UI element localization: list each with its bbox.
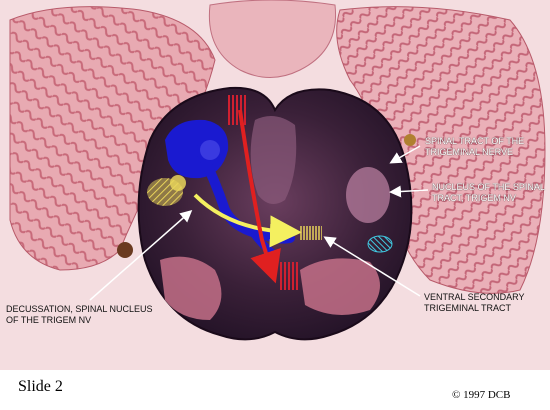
pointer-spinal-tract [389, 145, 421, 164]
red-tract-top [227, 95, 247, 125]
ventral-tract-patch [300, 226, 322, 240]
nucleus-dot [170, 175, 186, 191]
right-nodule [404, 134, 416, 146]
label-decussation: DECUSSATION, SPINAL NUCLEUS OF THE TRIGE… [6, 304, 153, 325]
upper-vermis [208, 0, 337, 78]
pointer-ventral-tract [323, 236, 421, 297]
right-spinal-nucleus [346, 167, 390, 223]
red-tract-bottom [280, 262, 298, 290]
right-tonsil [300, 258, 380, 315]
red-tract-arrow [238, 109, 281, 284]
label-ventral-secondary-tract: VENTRAL SECONDARY TRIGEMINAL TRACT [424, 292, 525, 313]
nucleus-blue-dot [200, 140, 220, 160]
slide-title: Slide 2 [18, 378, 63, 395]
cyan-region [367, 235, 393, 253]
left-nodule [117, 242, 133, 258]
left-tonsil [160, 256, 222, 320]
label-spinal-tract: SPINAL TRACT OF THE TRIGEMINAL NERVE [425, 136, 525, 157]
pointer-nucleus [389, 185, 429, 198]
midline-raphe [250, 116, 297, 204]
decussation-arrow [193, 193, 302, 248]
copyright-notice: © 1997 DCB [452, 389, 511, 401]
label-nucleus-spinal-tract: NUCLEUS OF THE SPINAL TRACT, TRIGEM NV [432, 182, 545, 203]
caption-strip [0, 370, 550, 410]
pointer-decussation [89, 210, 193, 301]
